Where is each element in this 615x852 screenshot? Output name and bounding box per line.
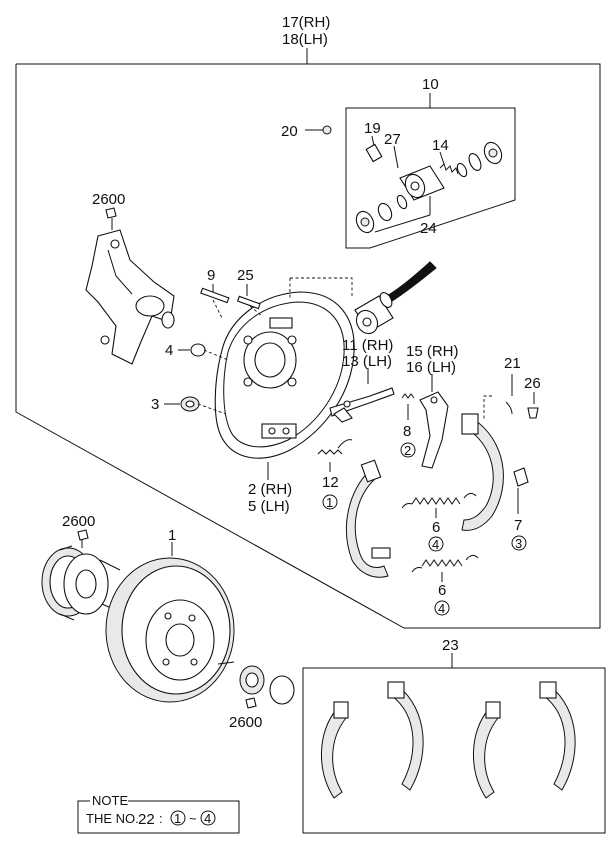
- note-colon: :: [159, 811, 163, 826]
- label-27: 27: [384, 131, 401, 148]
- label-12: 12: [322, 474, 339, 491]
- brake-drum: [105, 542, 235, 703]
- label-8: 8: [403, 423, 411, 440]
- label-23: 23: [442, 637, 459, 654]
- note-number: 22: [138, 811, 155, 828]
- note-box: NOTE THE NO. 22 : 1 ~ 4: [77, 793, 240, 834]
- label-9: 9: [207, 267, 215, 284]
- spring-8: [401, 393, 415, 420]
- label-18: 18(LH): [282, 31, 328, 48]
- label-4: 4: [165, 342, 173, 359]
- label-11: 11 (RH): [342, 337, 393, 354]
- hold-down-clip: [527, 392, 539, 419]
- label-1: 1: [168, 527, 176, 544]
- bushing-3: [164, 396, 200, 412]
- callout-labels: 17(RH) 18(LH) 10 20 19 27 14 24 2600 9 2…: [62, 14, 541, 731]
- wheel-cylinder-kit-parts: [305, 125, 503, 234]
- wheel-cylinder-kit-frame: [345, 93, 516, 249]
- label-2600-hub: 2600: [62, 513, 95, 530]
- installed-wheel-cylinder: [354, 292, 394, 335]
- label-10: 10: [422, 76, 439, 93]
- label-6-lower-note: 4: [438, 601, 445, 616]
- label-8-note: 2: [404, 443, 411, 458]
- bleeder-screw: [365, 135, 383, 163]
- label-14: 14: [432, 137, 449, 154]
- cylinder-spring: [439, 151, 459, 175]
- parking-brake-lever: [419, 374, 449, 469]
- label-19: 19: [364, 120, 381, 137]
- label-3: 3: [151, 396, 159, 413]
- label-2600-knuckle: 2600: [92, 191, 125, 208]
- label-7-note: 3: [515, 536, 522, 551]
- hold-down-pin: [483, 374, 513, 420]
- steering-knuckle: [85, 207, 175, 365]
- note-prefix: THE NO.: [86, 811, 139, 826]
- note-title: NOTE: [92, 793, 128, 808]
- shoe-kit-frame: [302, 653, 606, 834]
- bleeder-cap: [305, 125, 332, 135]
- label-21: 21: [504, 355, 521, 372]
- label-13: 13 (LH): [342, 353, 392, 370]
- bolt-25: [236, 284, 261, 310]
- return-spring-lower: [411, 554, 479, 582]
- bushing-4: [178, 343, 206, 357]
- bearing-2600: [245, 697, 257, 709]
- wheel-cylinder-body: [399, 165, 445, 201]
- label-15: 15 (RH): [406, 343, 459, 360]
- label-7: 7: [514, 517, 522, 534]
- label-2600-bearing: 2600: [229, 714, 262, 731]
- spring-12: [317, 439, 353, 472]
- label-6-lower: 6: [438, 582, 446, 599]
- note-to: 4: [204, 811, 211, 826]
- brake-shoe-rear: [461, 413, 529, 531]
- label-17: 17(RH): [282, 14, 330, 31]
- label-26: 26: [524, 375, 541, 392]
- assembly-frame: [15, 48, 601, 629]
- brake-shoe-front: [346, 459, 391, 578]
- backing-plate: [214, 291, 355, 480]
- label-20: 20: [281, 123, 298, 140]
- label-25: 25: [237, 267, 254, 284]
- hub-nut: [239, 665, 265, 695]
- label-6-upper-note: 4: [432, 537, 439, 552]
- label-12-note: 1: [326, 495, 333, 510]
- adjuster-lever: [329, 368, 395, 423]
- label-24: 24: [420, 220, 437, 237]
- shoe-kit-set-2: [473, 681, 576, 799]
- note-tilde: ~: [189, 811, 197, 826]
- shoe-kit-set-1: [321, 681, 424, 799]
- label-2: 2 (RH): [248, 481, 292, 498]
- label-5: 5 (LH): [248, 498, 290, 515]
- return-spring-upper: [401, 492, 477, 518]
- bolt-9: [200, 284, 230, 304]
- note-from: 1: [174, 811, 181, 826]
- wheel-hub: [41, 529, 121, 621]
- hub-cap: [269, 675, 295, 705]
- label-16: 16 (LH): [406, 359, 456, 376]
- label-6-upper: 6: [432, 519, 440, 536]
